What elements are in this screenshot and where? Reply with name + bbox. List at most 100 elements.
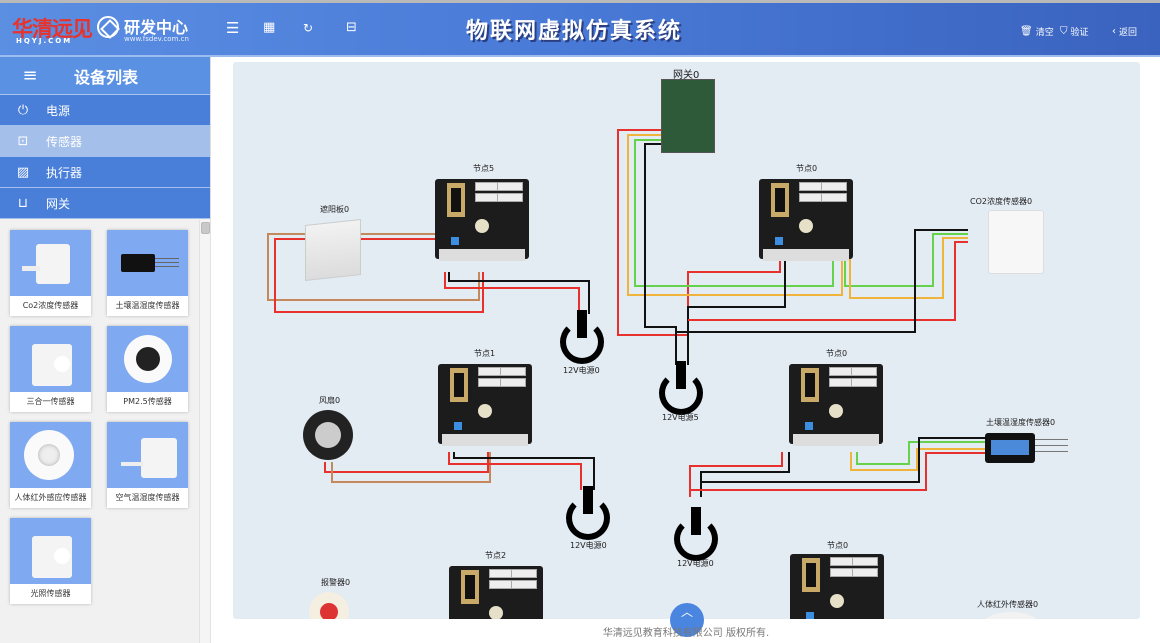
wire (850, 448, 985, 471)
sensor-icon: ⊡ (17, 133, 29, 149)
sidebar-menu-icon[interactable]: ≡ (22, 65, 38, 86)
power-supply-label: 12V电源0 (677, 559, 714, 568)
wire (448, 452, 582, 490)
wire (849, 237, 968, 299)
wire (617, 129, 781, 336)
node-board[interactable] (435, 179, 529, 261)
device-card-pm25[interactable]: PM2.5传感器 (107, 326, 188, 412)
footer-copyright: 华清远见教育科技有限公司 版权所有. (602, 628, 770, 639)
device-card-co2[interactable]: Co2浓度传感器 (10, 230, 91, 316)
co2-sensor-device[interactable] (988, 210, 1044, 274)
node-label: 节点0 (826, 349, 848, 358)
device-label: 人体红外传感器0 (977, 600, 1039, 609)
power-supply-label: 12V电源0 (563, 366, 600, 375)
actuator-icon: ▨ (16, 164, 30, 180)
gateway-label: 网关0 (673, 70, 700, 81)
node-label: 节点1 (474, 349, 496, 358)
category-sensor[interactable]: ⊡ 传感器 (0, 126, 210, 157)
chevron-left-icon: ‹ (1112, 26, 1116, 37)
scroll-to-top-button[interactable]: ︿ (670, 603, 704, 637)
wire (689, 452, 783, 497)
pir-sensor-image (10, 422, 91, 488)
node-label: 节点5 (473, 164, 495, 173)
device-card-label: PM2.5传感器 (123, 397, 172, 406)
wire (644, 143, 677, 365)
back-label: 返回 (1119, 28, 1138, 38)
wire (701, 437, 985, 483)
category-label: 执行器 (46, 165, 83, 180)
fan-device[interactable] (303, 410, 353, 460)
node-label: 节点0 (827, 541, 849, 550)
power-icon: ⏻ (17, 102, 29, 118)
node-label: 节点2 (485, 551, 507, 560)
wire (856, 441, 985, 465)
3d-rotate-icon[interactable]: ↻ (303, 21, 314, 35)
grid-icon[interactable]: ▦ (263, 20, 276, 35)
wire (844, 233, 968, 287)
node-board[interactable] (449, 566, 543, 619)
alarm-device[interactable] (309, 592, 349, 619)
node-label: 节点0 (796, 164, 818, 173)
back-button[interactable]: ‹返回 (1112, 25, 1137, 38)
wire (453, 452, 595, 490)
chevron-up-icon: ︿ (680, 605, 693, 619)
power-supply-icon[interactable] (560, 310, 604, 364)
device-card-3in1[interactable]: 三合一传感器 (10, 326, 91, 412)
device-label: 土壤温湿度传感器0 (986, 418, 1056, 427)
device-card-label: 土壤温湿度传感器 (115, 301, 180, 310)
sidebar-scroll-thumb[interactable] (201, 222, 210, 234)
power-supply-icon[interactable] (566, 486, 610, 540)
device-palette: Co2浓度传感器 土壤温湿度传感器 三合一传感器 PM2.5传感器 人体红外感应… (0, 220, 196, 643)
top-bar: 华清远见 HQYJ.COM 研发中心 www.fsdev.com.cn ☰ ▦ … (0, 0, 1160, 57)
power-supply-icon[interactable] (674, 507, 718, 561)
wire-layer (267, 129, 985, 497)
verify-button[interactable]: ⛉验证 (1060, 25, 1089, 38)
wire (690, 452, 985, 491)
device-card-air[interactable]: 空气温湿度传感器 (107, 422, 188, 508)
device-card-label: 人体红外感应传感器 (14, 493, 87, 502)
3in1-sensor-image (10, 326, 91, 392)
router-icon[interactable]: ⊟ (346, 20, 357, 35)
category-actuator[interactable]: ▨ 执行器 (0, 157, 210, 188)
power-supply-label: 12V电源5 (662, 413, 699, 422)
gateway-icon: ⊔ (17, 195, 29, 211)
gateway-board[interactable] (661, 79, 715, 153)
wire (676, 229, 968, 333)
soil-sensor-device[interactable] (985, 433, 1035, 463)
node-board[interactable] (790, 554, 884, 619)
sunshade-device[interactable] (305, 219, 361, 281)
device-card-pir[interactable]: 人体红外感应传感器 (10, 422, 91, 508)
device-label: 风扇0 (319, 396, 341, 405)
wire (627, 134, 843, 296)
wire (700, 452, 790, 497)
node-board[interactable] (438, 364, 532, 446)
light-sensor-image (10, 518, 91, 584)
soil-sensor-probes (1035, 439, 1068, 440)
device-label: 报警器0 (321, 578, 351, 587)
soil-sensor-image (107, 230, 188, 296)
node-board[interactable] (759, 179, 853, 261)
category-label: 传感器 (46, 134, 83, 149)
simulation-canvas[interactable]: 网关0 节点5 节点0 节点1 节点0 节点2 节点0 12V电源0 12V电源… (233, 62, 1140, 619)
sidebar-scrollbar[interactable] (199, 220, 211, 643)
brand-logo: 华清远见 (12, 17, 93, 41)
device-label: CO2浓度传感器0 (970, 197, 1033, 206)
device-card-label: Co2浓度传感器 (22, 301, 79, 310)
category-power[interactable]: ⏻电源 (0, 95, 210, 126)
pir-sensor-device[interactable] (981, 612, 1041, 619)
wire (444, 272, 580, 314)
wire (688, 241, 968, 321)
clear-button[interactable]: 🗑清空 (1020, 25, 1054, 38)
trash-icon: 🗑 (1020, 26, 1033, 37)
device-card-light[interactable]: 光照传感器 (10, 518, 91, 604)
device-card-soil[interactable]: 土壤温湿度传感器 (107, 230, 188, 316)
node-board[interactable] (789, 364, 883, 446)
rd-center-name: 研发中心 (124, 18, 189, 37)
menu-icon[interactable]: ☰ (226, 19, 240, 37)
co2-sensor-image (10, 230, 91, 296)
verify-label: 验证 (1070, 28, 1089, 38)
category-gateway[interactable]: ⊔网关 (0, 188, 210, 219)
wire (324, 452, 489, 473)
device-card-label: 空气温湿度传感器 (115, 493, 180, 502)
power-supply-icon[interactable] (659, 361, 703, 415)
